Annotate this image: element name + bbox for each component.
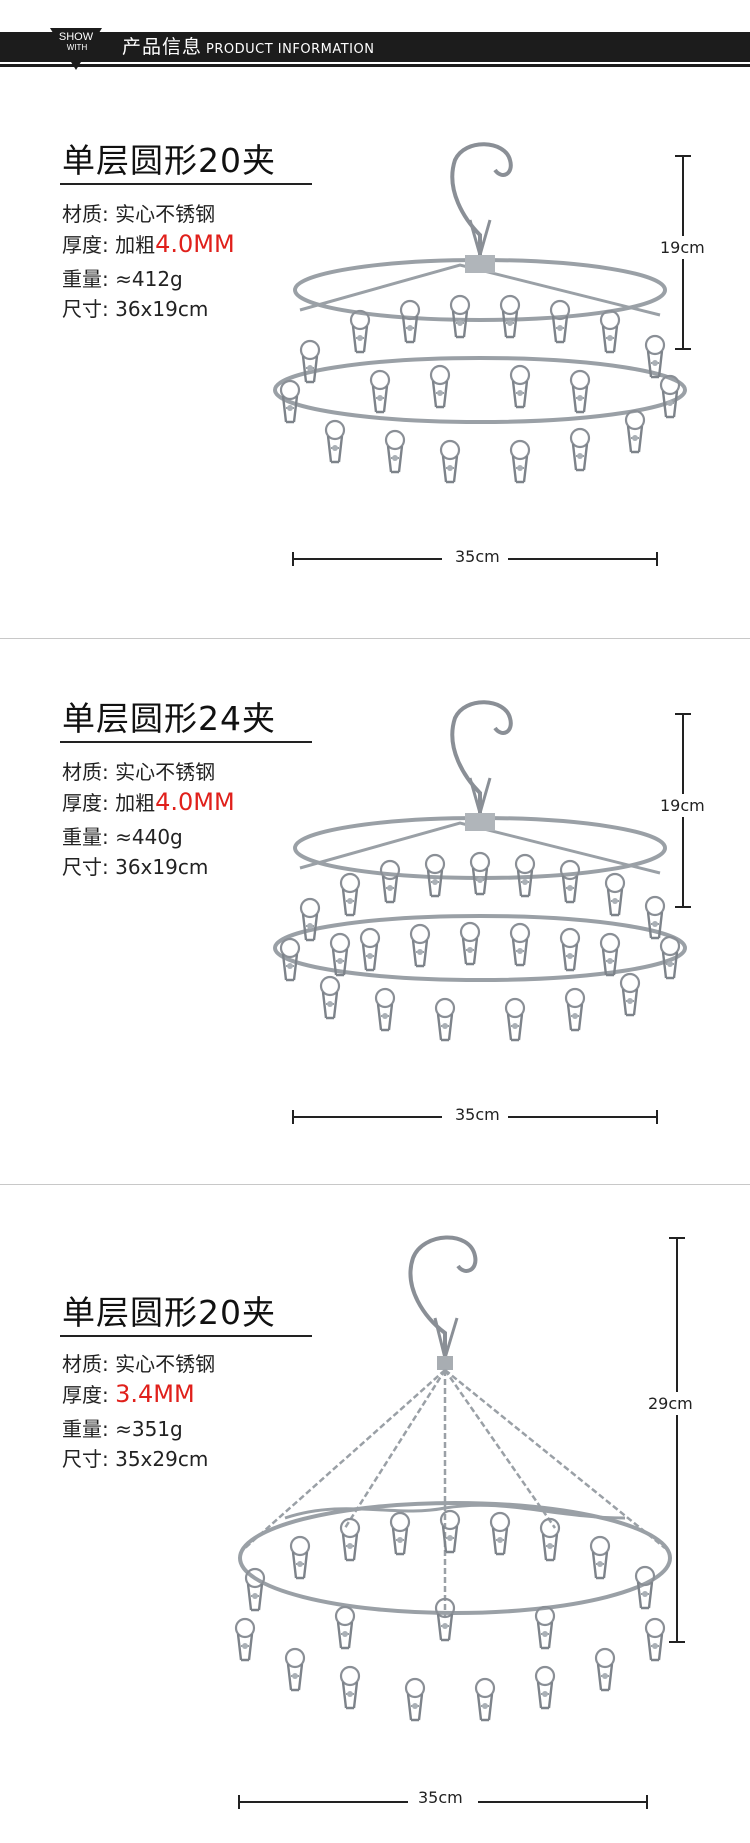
- spec-material: 材质: 实心不锈钢: [62, 760, 216, 784]
- width-dimension: [292, 1110, 658, 1124]
- title-underline: [60, 1335, 312, 1337]
- badge-line2: WITH: [67, 43, 88, 52]
- spec-weight: 重量: ≈440g: [62, 825, 183, 849]
- clip-hanger-image: [270, 698, 690, 1058]
- product-title: 单层圆形24夹: [62, 699, 276, 738]
- spec-thickness: 厚度: 加粗4.0MM: [62, 788, 235, 816]
- width-label: 35cm: [455, 1103, 500, 1126]
- product-section-1: 单层圆形20夹 材质: 实心不锈钢 厚度: 加粗4.0MM 重量: ≈412g …: [0, 0, 750, 640]
- chain-clip-hanger-image: [225, 1228, 685, 1788]
- banner-title-cn: 产品信息: [122, 36, 203, 58]
- title-underline: [60, 183, 312, 185]
- width-dimension: [292, 552, 658, 566]
- title-underline: [60, 741, 312, 743]
- badge-line1: SHOW: [59, 31, 94, 43]
- spec-size: 尺寸: 36x19cm: [62, 297, 209, 321]
- spec-size: 尺寸: 35x29cm: [62, 1447, 209, 1471]
- section-divider: [0, 1184, 750, 1185]
- spec-size: 尺寸: 36x19cm: [62, 855, 209, 879]
- section-divider: [0, 638, 750, 639]
- product-section-2: 单层圆形24夹 材质: 实心不锈钢 厚度: 加粗4.0MM 重量: ≈440g …: [60, 698, 705, 1126]
- spec-material: 材质: 实心不锈钢: [62, 202, 216, 226]
- spec-thickness: 厚度: 3.4MM: [62, 1380, 195, 1408]
- banner-underline: [0, 64, 750, 67]
- banner-title-en: PRODUCT INFORMATION: [206, 42, 375, 57]
- clip-hanger-image: [270, 140, 690, 500]
- height-label: 19cm: [660, 236, 705, 259]
- spec-weight: 重量: ≈351g: [62, 1417, 183, 1441]
- product-title: 单层圆形20夹: [62, 1293, 276, 1332]
- width-label: 35cm: [455, 545, 500, 568]
- height-label: 19cm: [660, 794, 705, 817]
- spec-material: 材质: 实心不锈钢: [62, 1352, 216, 1376]
- width-label: 35cm: [418, 1786, 463, 1809]
- height-dimension: [669, 1237, 685, 1643]
- product-title: 单层圆形20夹: [62, 141, 276, 180]
- banner-bar: [0, 32, 750, 62]
- height-label: 29cm: [648, 1392, 693, 1415]
- show-with-badge: SHOW WITH: [50, 28, 102, 70]
- spec-weight: 重量: ≈412g: [62, 267, 183, 291]
- width-dimension: [238, 1795, 648, 1809]
- spec-thickness: 厚度: 加粗4.0MM: [62, 230, 235, 258]
